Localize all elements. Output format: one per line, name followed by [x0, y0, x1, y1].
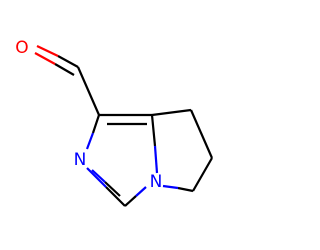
structural-formula: O N N: [15, 38, 214, 207]
nitrogen-atom-label-n2: N: [74, 150, 87, 170]
c8a-n4-bond: [150, 114, 159, 174]
n4-c3-bond: [124, 186, 147, 207]
c1-c8a-double-bond: [99, 113, 152, 126]
c6-n4-bond: [162, 184, 194, 193]
c1-cho-bond: [76, 66, 101, 116]
aldehyde-double-bond: [34, 45, 79, 76]
c7-c6-bond: [192, 157, 213, 192]
c8a-c8-bond: [151, 108, 192, 117]
c3-n2-double-bond: [86, 167, 126, 207]
nitrogen-atom-label-n4: N: [150, 172, 163, 192]
n2-c1-bond: [85, 114, 101, 150]
c8-c7-bond: [189, 109, 214, 159]
oxygen-atom-label: O: [15, 38, 28, 58]
